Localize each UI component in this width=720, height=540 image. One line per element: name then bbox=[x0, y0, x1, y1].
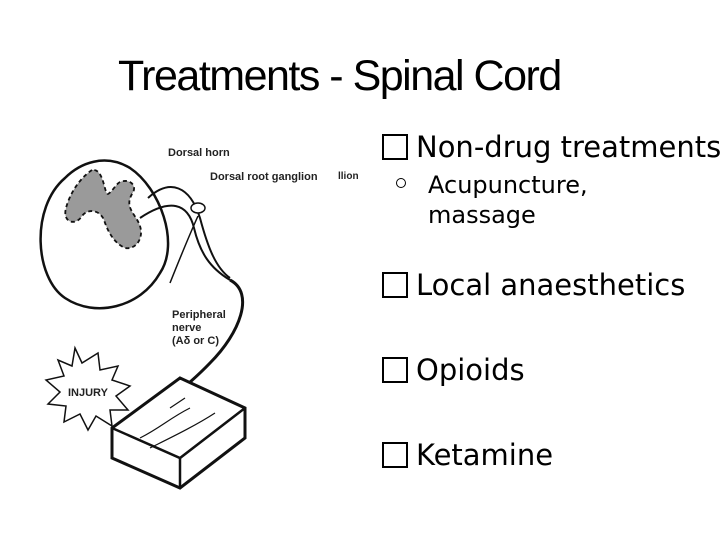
bullet-text: Ketamine bbox=[416, 438, 554, 472]
square-bullet-icon bbox=[382, 134, 408, 160]
label-peripheral-nerve-2: nerve bbox=[172, 322, 201, 334]
label-injury: INJURY bbox=[68, 387, 109, 399]
label-dorsal-root-ganglion: Dorsal root ganglion bbox=[210, 171, 318, 183]
label-ganglion-cut: llion bbox=[338, 171, 359, 182]
spinal-cord-diagram: Dorsal horn Dorsal root ganglion llion P… bbox=[39, 147, 359, 490]
dorsal-root bbox=[147, 186, 231, 279]
sub-bullet-line-1: Acupuncture, bbox=[428, 171, 588, 199]
nerve-branch bbox=[169, 215, 199, 284]
square-bullet-icon bbox=[382, 272, 408, 298]
sub-bullet-item: Acupuncture,massage bbox=[396, 170, 588, 230]
label-dorsal-horn: Dorsal horn bbox=[168, 147, 230, 159]
bullet-text: Opioids bbox=[416, 353, 525, 387]
bullet-text: Local anaesthetics bbox=[416, 268, 686, 302]
sub-bullet-line-2: massage bbox=[428, 201, 536, 229]
bullet-item: Non-drug treatments bbox=[382, 130, 720, 164]
slide-title: Treatments - Spinal Cord bbox=[118, 52, 562, 100]
bullet-item: Ketamine bbox=[382, 438, 553, 472]
label-peripheral-nerve-1: Peripheral bbox=[172, 309, 226, 321]
ganglion-icon bbox=[190, 202, 206, 214]
circle-bullet-icon bbox=[396, 178, 406, 188]
grey-matter bbox=[64, 169, 142, 250]
square-bullet-icon bbox=[382, 357, 408, 383]
bullet-text: Non-drug treatments bbox=[416, 130, 720, 164]
bullet-item: Local anaesthetics bbox=[382, 268, 685, 302]
bullet-item: Opioids bbox=[382, 353, 525, 387]
injury-burst-icon bbox=[44, 345, 132, 432]
label-peripheral-nerve-3: (Aδ or C) bbox=[172, 335, 219, 347]
nerve-upper bbox=[139, 204, 231, 281]
square-bullet-icon bbox=[382, 442, 408, 468]
